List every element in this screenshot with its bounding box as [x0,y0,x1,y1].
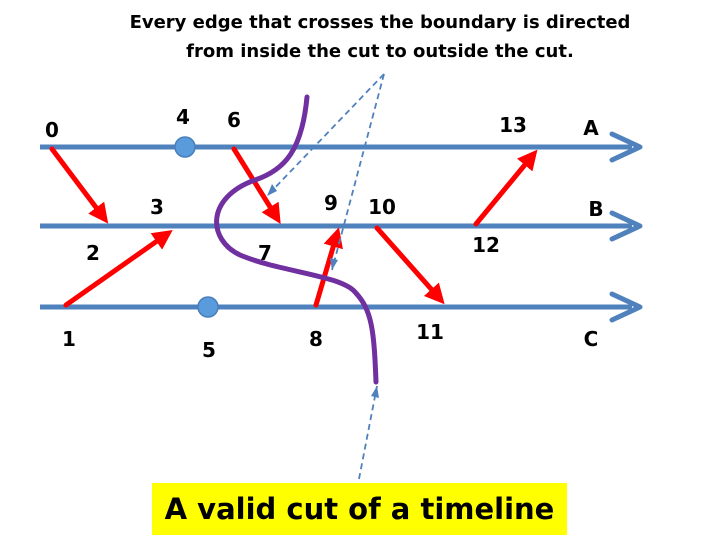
message-arrow-1-to-3 [63,229,173,308]
message-arrow-0-to-2 [49,146,109,224]
event-label-8: 8 [309,327,323,351]
event-label-6: 6 [227,108,241,132]
event-label-9: 9 [324,191,338,215]
annotation-note: Every edge that crosses the boundary is … [70,8,690,66]
event-label-7: 7 [258,241,272,265]
timeline-c [40,291,643,323]
timeline-c-arrowhead [609,291,643,323]
annotation-pointer-line [331,73,385,271]
timeline-a [40,131,643,163]
event-label-4: 4 [176,105,190,129]
caption-text: A valid cut of a timeline [164,492,555,526]
event-dot-4 [174,136,196,158]
caption-box: A valid cut of a timeline [152,483,567,535]
event-label-3: 3 [150,195,164,219]
event-label-5: 5 [202,338,216,362]
message-arrow-10-to-11 [374,225,445,305]
timeline-b-arrowhead [609,210,643,242]
annotation-pointer-arrowhead [267,184,277,196]
annotation-line-2: from inside the cut to outside the cut. [186,41,574,62]
event-label-2: 2 [86,241,100,265]
event-label-10: 10 [368,195,396,219]
annotation-line-1: Every edge that crosses the boundary is … [129,12,631,33]
cut-boundary-curve [214,94,379,385]
event-label-1: 1 [62,327,76,351]
annotation-pointer-arrowhead [330,258,338,270]
message-arrow-12-to-13 [473,149,538,227]
timeline-b [40,210,643,242]
timeline-c-label: C [584,327,599,351]
caption-pointer-arrowhead [371,386,379,398]
event-label-0: 0 [45,118,59,142]
message-arrow-8-to-9 [313,227,343,308]
annotation-pointer-line [266,73,385,197]
timeline-a-label: A [583,116,599,140]
event-dot-5 [197,296,219,318]
timeline-b-label: B [588,197,603,221]
caption-pointer-line [358,385,378,480]
message-arrow-6-to-7 [231,146,281,224]
timeline-a-arrowhead [609,131,643,163]
event-label-11: 11 [416,320,444,344]
event-label-12: 12 [472,233,500,257]
event-label-13: 13 [499,113,527,137]
